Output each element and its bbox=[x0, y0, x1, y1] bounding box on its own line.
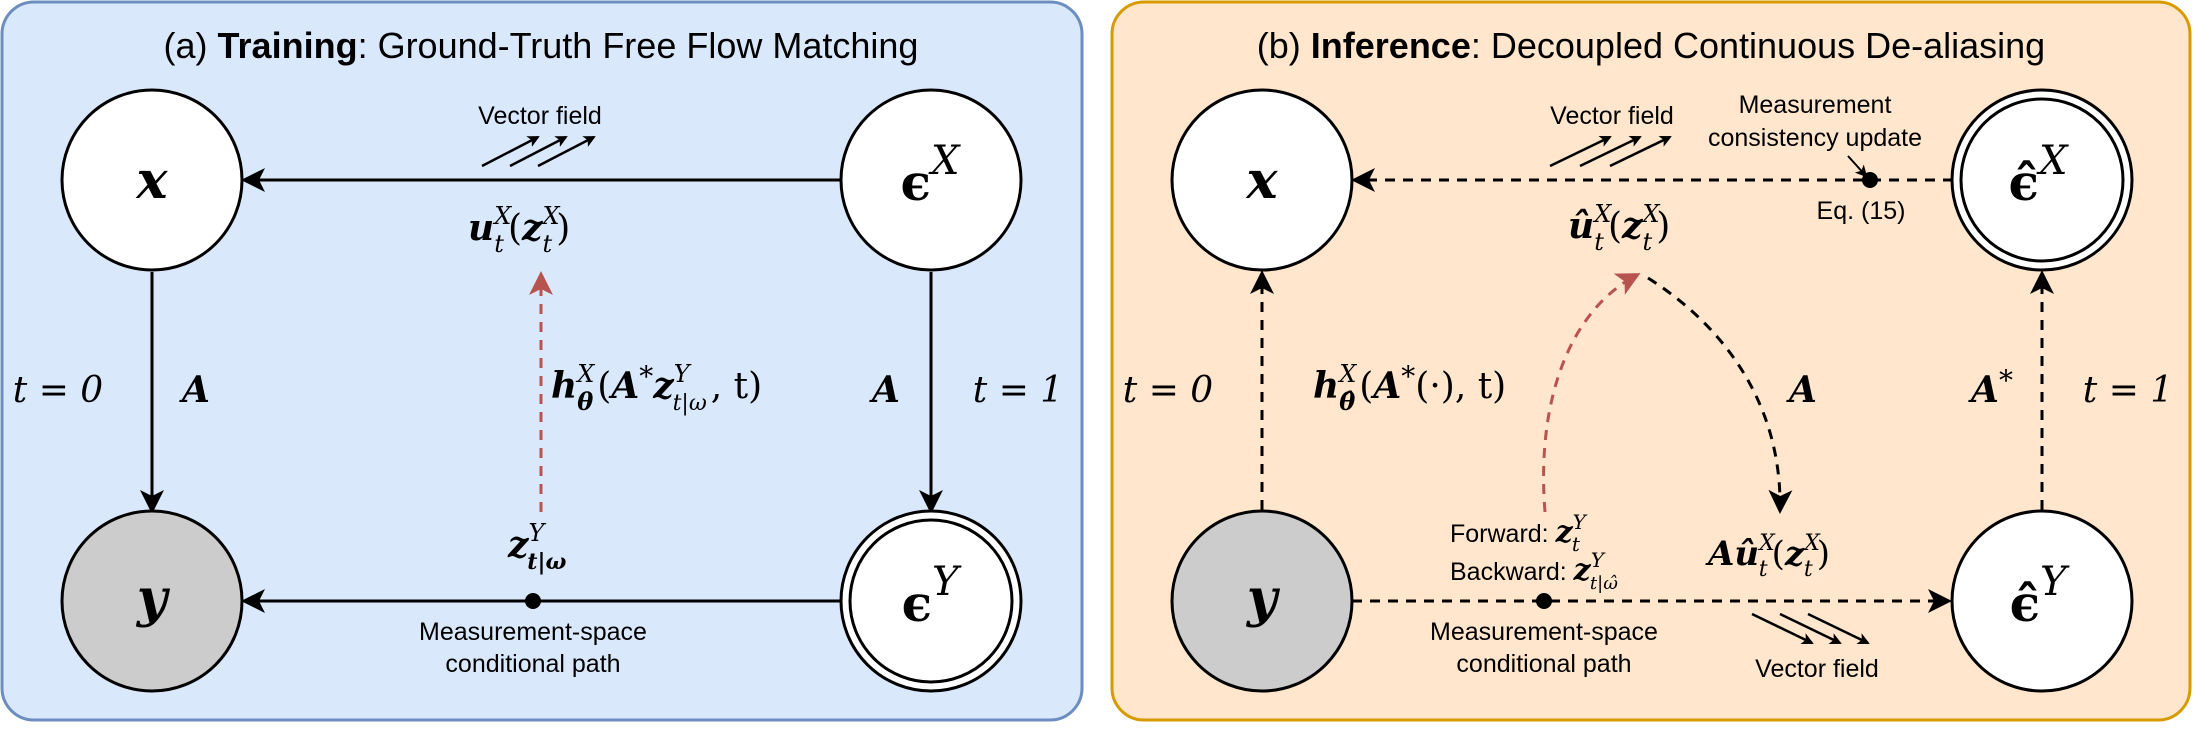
node-y: y bbox=[1170, 509, 1354, 693]
node-x: x bbox=[60, 88, 244, 272]
vector-field-icon-top bbox=[1549, 135, 1672, 168]
vector-field-icon bbox=[481, 135, 596, 168]
label-A-left: A bbox=[179, 369, 210, 411]
path-dot bbox=[525, 593, 541, 609]
vector-field-label-bottom: Vector field bbox=[1755, 655, 1879, 683]
node-eps-y: ϵY bbox=[839, 509, 1023, 693]
svg-text:ϵX: ϵX bbox=[901, 138, 961, 212]
node-eps-x: ϵX bbox=[839, 88, 1023, 272]
label-A-right: A bbox=[869, 369, 900, 411]
panel-b-title: (b) Inference: Decoupled Continuous De-a… bbox=[1257, 25, 2045, 66]
panel-a-title: (a) Training: Ground-Truth Free Flow Mat… bbox=[164, 25, 919, 66]
label-t0: t = 0 bbox=[13, 370, 103, 411]
equation-reference-label: Eq. (15) bbox=[1817, 197, 1906, 225]
svg-text:x: x bbox=[1245, 150, 1278, 211]
vector-field-label-top: Vector field bbox=[1550, 102, 1674, 130]
edge-network-prediction bbox=[1542, 273, 1641, 513]
consistency-pointer bbox=[1847, 155, 1868, 178]
svg-text:ϵY: ϵY bbox=[902, 559, 962, 633]
node-eps-hat-y: ϵ̂Y bbox=[1950, 509, 2134, 693]
node-x: x bbox=[1170, 88, 1354, 272]
panel-b-background bbox=[1110, 0, 2192, 722]
label-t1: t = 1 bbox=[2083, 370, 2173, 411]
path-dot bbox=[1536, 593, 1552, 609]
label-A-adjoint: A* bbox=[1968, 364, 2013, 411]
svg-text:x: x bbox=[135, 150, 168, 211]
panel-training: (a) Training: Ground-Truth Free Flow Mat… bbox=[0, 0, 1084, 722]
svg-text:ϵ̂Y: ϵ̂Y bbox=[2010, 559, 2070, 633]
svg-text:y: y bbox=[1246, 568, 1281, 629]
node-eps-hat-x: ϵ̂X bbox=[1950, 88, 2134, 272]
label-t0: t = 0 bbox=[1123, 370, 1213, 411]
svg-text:y: y bbox=[136, 568, 171, 629]
label-A: A bbox=[1786, 369, 1817, 411]
node-y: y bbox=[60, 509, 244, 693]
vector-field-label: Vector field bbox=[478, 102, 602, 130]
panel-inference: (b) Inference: Decoupled Continuous De-a… bbox=[1110, 0, 2192, 722]
edge-forward-operator bbox=[1647, 276, 1793, 514]
vector-field-icon-bottom bbox=[1751, 612, 1870, 645]
label-t1: t = 1 bbox=[973, 370, 1063, 411]
svg-text:ϵ̂X: ϵ̂X bbox=[2009, 138, 2069, 212]
